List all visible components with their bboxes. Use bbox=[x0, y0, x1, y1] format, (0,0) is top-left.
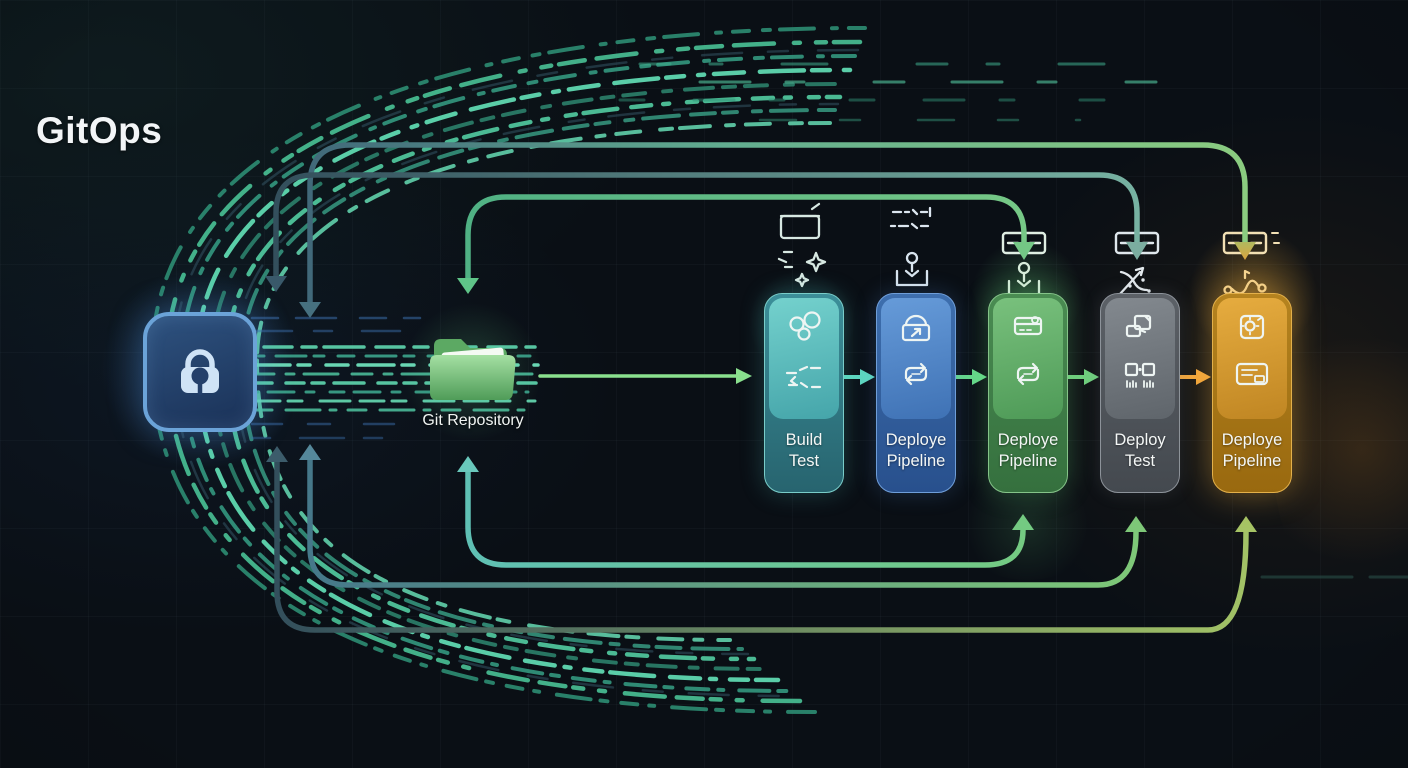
stage-deploy-test: Deploy Test bbox=[1100, 293, 1180, 493]
arrowhead-down bbox=[457, 278, 479, 294]
arrowhead-down bbox=[1234, 242, 1256, 260]
arrowhead-up bbox=[299, 444, 321, 460]
arrowhead-down bbox=[1013, 242, 1035, 260]
stage-label: Build Test bbox=[757, 430, 851, 473]
stage-label-line2: Pipeline bbox=[1222, 452, 1282, 471]
package-download-icon bbox=[901, 314, 931, 386]
page-title: GitOps bbox=[36, 110, 163, 151]
stage-label-line1: Build bbox=[785, 431, 823, 449]
checkout-barcode-icon bbox=[1124, 362, 1156, 388]
route-nodes-icon bbox=[1223, 269, 1267, 295]
lock-icon bbox=[181, 349, 219, 396]
arrowhead-up bbox=[457, 456, 479, 472]
stage-deploy-pipeline-2: Deploye Pipeline bbox=[988, 293, 1068, 493]
bottom-return-lines bbox=[266, 444, 1257, 633]
sparkles-icon bbox=[777, 250, 827, 288]
stage-label: Deploy Test bbox=[1093, 430, 1187, 473]
stage-label-line2: Test bbox=[788, 452, 820, 471]
stage-label: Deploye Pipeline bbox=[1205, 430, 1299, 473]
pin-box-icon bbox=[895, 251, 929, 287]
stage-panel bbox=[1105, 298, 1175, 419]
forward-stage-arrows bbox=[538, 368, 1211, 385]
stage-label-line1: Deploye bbox=[997, 431, 1059, 449]
crossed-paths-icon bbox=[1118, 266, 1151, 296]
card-coin-icon bbox=[1013, 316, 1043, 386]
stage-label: Deploye Pipeline bbox=[981, 430, 1075, 473]
stage-label-line2: Test bbox=[1124, 452, 1156, 471]
return-line-bottom-inner bbox=[465, 469, 1026, 568]
open-box-icon bbox=[779, 202, 821, 240]
pin-box-icon bbox=[1007, 261, 1041, 297]
stage-panel bbox=[769, 298, 839, 419]
sync-arrows-icon bbox=[904, 362, 928, 386]
arrowhead-up bbox=[266, 446, 288, 462]
arrowhead-up bbox=[1012, 514, 1034, 530]
stage-label-line1: Deploy bbox=[1114, 431, 1166, 449]
code-lines-icon bbox=[889, 206, 932, 230]
stage-label-line1: Deploye bbox=[885, 431, 947, 449]
arrowhead-down bbox=[265, 276, 287, 292]
git-repository-node bbox=[420, 328, 530, 414]
stage-build-test: Build Test bbox=[764, 293, 844, 493]
return-line-top-outer bbox=[307, 142, 1248, 305]
list-card-icon bbox=[1235, 362, 1269, 386]
arrowhead-up bbox=[1125, 516, 1147, 532]
stage-deploy-pipeline-1: Deploye Pipeline bbox=[876, 293, 956, 493]
arrowhead-down bbox=[1126, 242, 1148, 260]
stage-panel bbox=[993, 298, 1063, 419]
data-stream-top-rows bbox=[618, 62, 1162, 122]
stage-panel bbox=[881, 298, 951, 419]
circles-cluster-icon bbox=[785, 311, 822, 389]
git-repository-label: Git Repository bbox=[422, 412, 524, 429]
return-line-top-inner bbox=[465, 194, 1027, 281]
return-line-bottom-mid bbox=[307, 457, 1139, 588]
stage-label-line2: Pipeline bbox=[886, 452, 946, 471]
stage-panel bbox=[1217, 298, 1287, 419]
security-node bbox=[143, 312, 257, 432]
code-dashes-icon bbox=[785, 365, 822, 389]
folder-icon bbox=[430, 339, 516, 400]
return-line-top-mid bbox=[273, 172, 1140, 279]
return-line-bottom-outer bbox=[274, 459, 1249, 633]
arrowhead-down bbox=[299, 302, 321, 318]
gear-doc-icon bbox=[1235, 314, 1269, 386]
top-return-lines bbox=[265, 142, 1256, 318]
arrowhead-up bbox=[1235, 516, 1257, 532]
stage-label-line2: Pipeline bbox=[998, 452, 1058, 471]
stacked-docs-icon bbox=[1124, 314, 1156, 388]
stage-label-line1: Deploye bbox=[1221, 431, 1283, 449]
sync-arrows-icon bbox=[1016, 362, 1040, 386]
stage-deploy-pipeline-3: Deploye Pipeline bbox=[1212, 293, 1292, 493]
stage-label: Deploye Pipeline bbox=[869, 430, 963, 473]
